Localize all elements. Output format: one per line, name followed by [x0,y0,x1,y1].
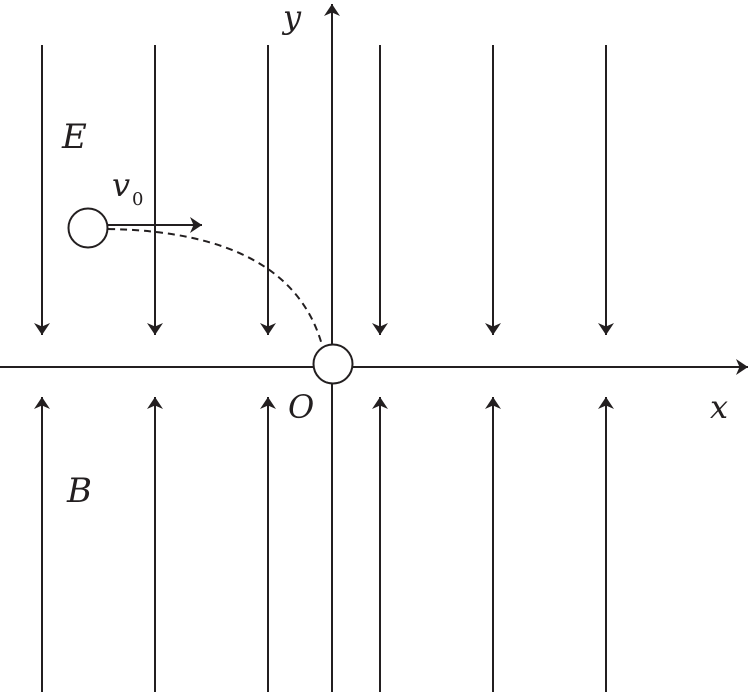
electric-field-lines [34,45,614,335]
magnetic-field-lines [34,397,614,692]
x-axis-label: x [710,388,728,426]
origin-label: O [288,388,314,426]
y-axis-label: y [281,0,302,36]
particle-start [67,207,109,249]
particle-trajectory [107,228,323,346]
particle-at-origin [312,343,354,385]
electric-field-label: E [61,117,87,157]
magnetic-field-label: B [66,471,92,511]
velocity-subscript: 0 [132,189,143,210]
velocity-label: v [112,166,130,204]
